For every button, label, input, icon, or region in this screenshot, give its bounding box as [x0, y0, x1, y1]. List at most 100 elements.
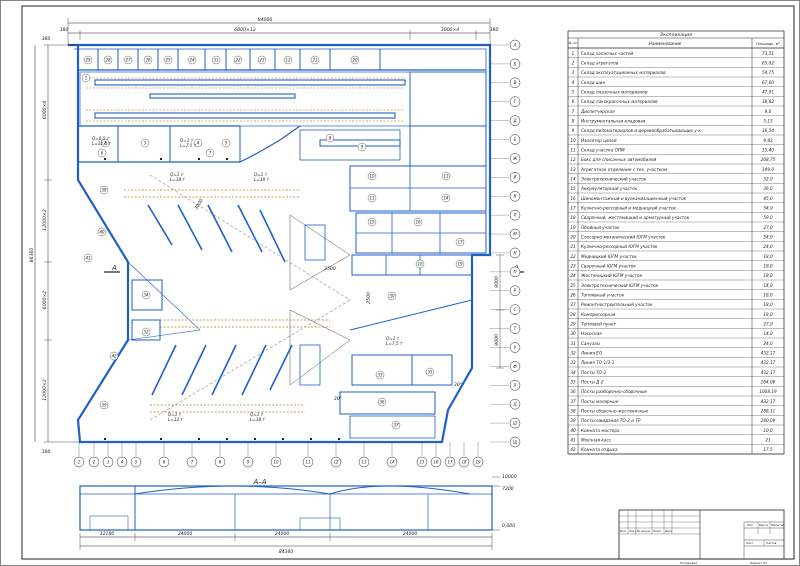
expl-row-num: 21 [570, 244, 576, 249]
crane-capacity: Q=1 т [168, 412, 182, 417]
crane-labels: Q=0,5 тL=11,4 тQ=1 тL=7,5 тQ=1 тL=18 тQ=… [92, 136, 403, 422]
axis-bubble [458, 456, 470, 468]
room-marker [97, 227, 107, 237]
axis-bubble [509, 266, 521, 278]
expl-row-name: Инструментальная кладовая [581, 118, 646, 123]
crane-capacity: Q=1 т [170, 172, 184, 177]
explication-col-name: Наименование [649, 41, 682, 46]
axis-bubble [330, 456, 342, 468]
room-marker [109, 351, 119, 361]
axis-bubble [509, 96, 521, 107]
crane-capacity: Q=1 т [250, 412, 264, 417]
expl-row-num: 41 [570, 437, 576, 442]
dim-angle-30-b: 30° [334, 396, 342, 402]
axis-bubble [416, 456, 428, 468]
expl-row-num: 17 [570, 205, 576, 210]
axis-bubble [509, 380, 521, 391]
expl-row-area: 18,0 [763, 302, 773, 307]
axis-bubble-label: Е [514, 137, 517, 142]
stamp-sheets: Листов [765, 541, 777, 545]
crane-span: L=7,5 т [386, 341, 403, 346]
axis-bubble-label: Т [514, 326, 517, 331]
axis-bubble-label: В [514, 80, 517, 85]
expl-row-name: Посты разборочно-сборочные [581, 389, 647, 394]
room-marker [357, 142, 367, 152]
axis-bubble-label: Ф [513, 364, 517, 369]
stamp-izm: Изм. [620, 529, 627, 533]
room-marker [325, 133, 335, 143]
expl-row-num: 26 [570, 292, 576, 297]
expl-row-area: 17,5 [763, 447, 773, 452]
axis-bubble [73, 456, 85, 468]
room-number: 7 [209, 150, 212, 155]
expl-row-area: 18,0 [763, 312, 773, 317]
expl-row-num: 30 [570, 331, 576, 336]
cut-label-left: А [111, 264, 117, 272]
room-number: 24 [189, 57, 195, 62]
stamp-sheet: Лист [745, 541, 753, 545]
crane-capacity: Q=0,5 т [92, 136, 110, 141]
room-number: 21 [312, 57, 317, 62]
room-number: 32 [143, 329, 149, 334]
axis-bubble-label: М [513, 231, 517, 236]
expl-row-area: 5,13 [763, 118, 773, 123]
format-label: Формат A1 [750, 561, 767, 565]
expl-row-area: 9,43 [763, 138, 773, 143]
dim-9000-a: 9000 [494, 276, 500, 288]
axis-bubble-label: 8 [219, 459, 222, 464]
expl-row-area: 36,0 [763, 186, 773, 191]
room-marker [100, 138, 110, 148]
expl-row-num: 7 [572, 109, 575, 114]
dimension-texts: 84000 6000×12 3000×4 380 380 86360 6000×… [29, 17, 500, 455]
room-number: 20 [352, 57, 358, 62]
axis-bubble [242, 456, 254, 468]
room-marker [377, 397, 387, 407]
expl-row-area: 27,0 [763, 225, 773, 230]
room-marker [367, 193, 377, 203]
expl-row-name: Посты ожидания ТО-2 и ТР [581, 418, 641, 423]
expl-row-area: 27,0 [763, 321, 773, 326]
axis-bubble-label: 14 [389, 459, 395, 464]
stamp-data: Дата [664, 529, 673, 533]
room-number: 17 [457, 239, 463, 244]
room-marker [81, 73, 91, 83]
expl-row-name: Склад участка ОПМ [581, 147, 625, 152]
floor-plan [68, 43, 492, 444]
axis-bubble-label: 10 [273, 459, 279, 464]
axis-bubble-label: Б [514, 61, 517, 66]
expl-row-name: Бокс для списанных автомобилей [581, 157, 657, 162]
expl-row-name: Электротехнический участок [580, 176, 647, 181]
room-marker [103, 55, 113, 65]
room-marker [193, 138, 203, 148]
crane-capacity: Q=1 т [180, 138, 194, 143]
explication-title: Экспликация [659, 32, 692, 38]
expl-row-name: Склад агрегатов [581, 60, 619, 65]
expl-row-num: 15 [570, 186, 576, 191]
room-number: 5 [225, 140, 228, 145]
dim-left-seg2: 12000×2 [42, 209, 48, 230]
expl-row-area: 432,17 [761, 350, 776, 355]
expl-row-area: 65,02 [762, 60, 774, 65]
room-number: 15 [369, 219, 375, 224]
expl-row-name: Диспетчерская [580, 109, 615, 114]
axis-bubble [358, 456, 370, 468]
explication-col-area: Площадь, м² [756, 42, 780, 46]
lower-lift-lanes [151, 344, 293, 396]
room-number: 34 [143, 292, 149, 297]
axis-bubble-label: 4 [121, 459, 124, 464]
axis-bubble-label: Р [514, 288, 517, 293]
expl-row-name: Посты сборочно-жестяничные [581, 408, 649, 413]
expl-row-area: 10,0 [763, 428, 773, 433]
room-number: 16 [415, 219, 421, 224]
expl-row-name: Комната мастера [581, 428, 620, 433]
room-marker [257, 55, 267, 65]
expl-row-name: Ремонтностроительный участок [581, 302, 653, 307]
expl-row-area: 432,17 [761, 370, 776, 375]
room-marker [99, 185, 109, 195]
room-number: 36 [379, 399, 385, 404]
